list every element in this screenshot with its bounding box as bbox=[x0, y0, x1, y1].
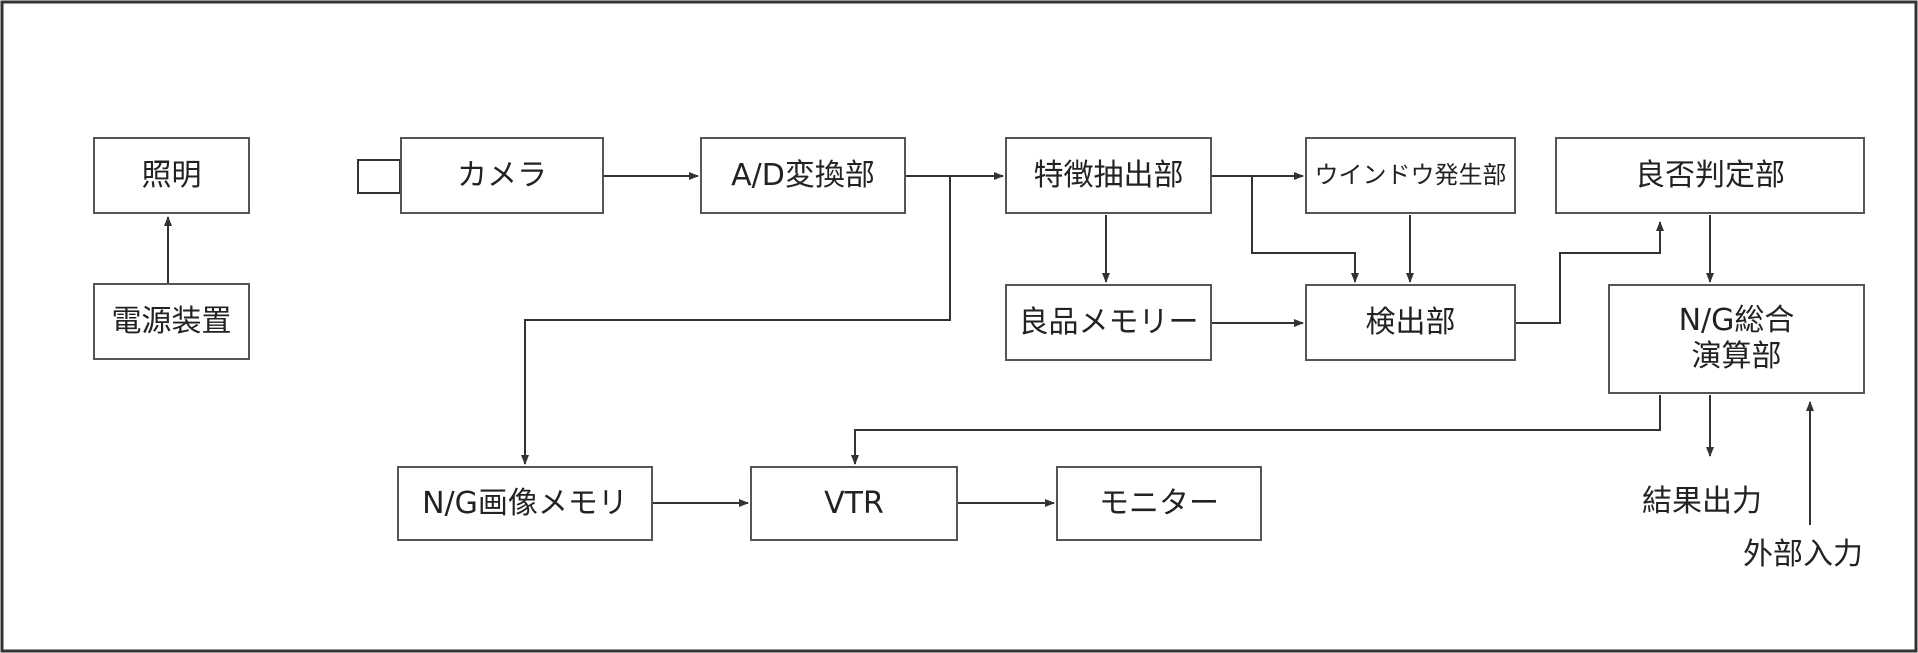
power-supply-label: 電源装置 bbox=[111, 303, 232, 339]
arrow-ad-to-ng-image-memory bbox=[521, 176, 951, 465]
lighting-label: 照明 bbox=[141, 157, 202, 193]
ng-image-memory-label: N/G画像メモリ bbox=[422, 485, 628, 521]
arrow-ng-overall-to-vtr bbox=[851, 395, 1661, 465]
ng-overall-label-line2: 演算部 bbox=[1691, 339, 1782, 374]
good-memory-label: 良品メモリー bbox=[1018, 304, 1199, 340]
ng-overall-calc-block: N/G総合 演算部 bbox=[1608, 284, 1865, 394]
detector-label: 検出部 bbox=[1365, 304, 1456, 340]
monitor-block: モニター bbox=[1056, 466, 1262, 541]
feature-extraction-block: 特徴抽出部 bbox=[1005, 137, 1212, 214]
arrow-feature-to-detector bbox=[1251, 176, 1359, 283]
ad-converter-block: A/D変換部 bbox=[700, 137, 906, 214]
feature-extraction-label: 特徴抽出部 bbox=[1033, 157, 1184, 193]
result-output-label: 結果出力 bbox=[1642, 484, 1762, 519]
camera-label: カメラ bbox=[457, 157, 547, 193]
pass-fail-judgment-label: 良否判定部 bbox=[1635, 157, 1785, 193]
camera-block: カメラ bbox=[400, 137, 604, 214]
monitor-label: モニター bbox=[1099, 485, 1219, 521]
ng-image-memory-block: N/G画像メモリ bbox=[397, 466, 653, 541]
power-supply-block: 電源装置 bbox=[93, 283, 250, 360]
external-input-label: 外部入力 bbox=[1743, 537, 1863, 572]
camera-lens bbox=[357, 159, 401, 194]
good-memory-block: 良品メモリー bbox=[1005, 284, 1212, 361]
arrow-detector-to-judgment bbox=[1516, 221, 1664, 324]
window-generator-label: ウインドウ発生部 bbox=[1314, 161, 1507, 190]
vtr-block: VTR bbox=[750, 466, 958, 541]
ng-overall-label-line1: N/G総合 bbox=[1678, 303, 1795, 338]
pass-fail-judgment-block: 良否判定部 bbox=[1555, 137, 1865, 214]
lighting-block: 照明 bbox=[93, 137, 250, 214]
vtr-label: VTR bbox=[824, 485, 884, 521]
ad-converter-label: A/D変換部 bbox=[731, 157, 875, 193]
window-generator-block: ウインドウ発生部 bbox=[1305, 137, 1516, 214]
detector-block: 検出部 bbox=[1305, 284, 1516, 361]
